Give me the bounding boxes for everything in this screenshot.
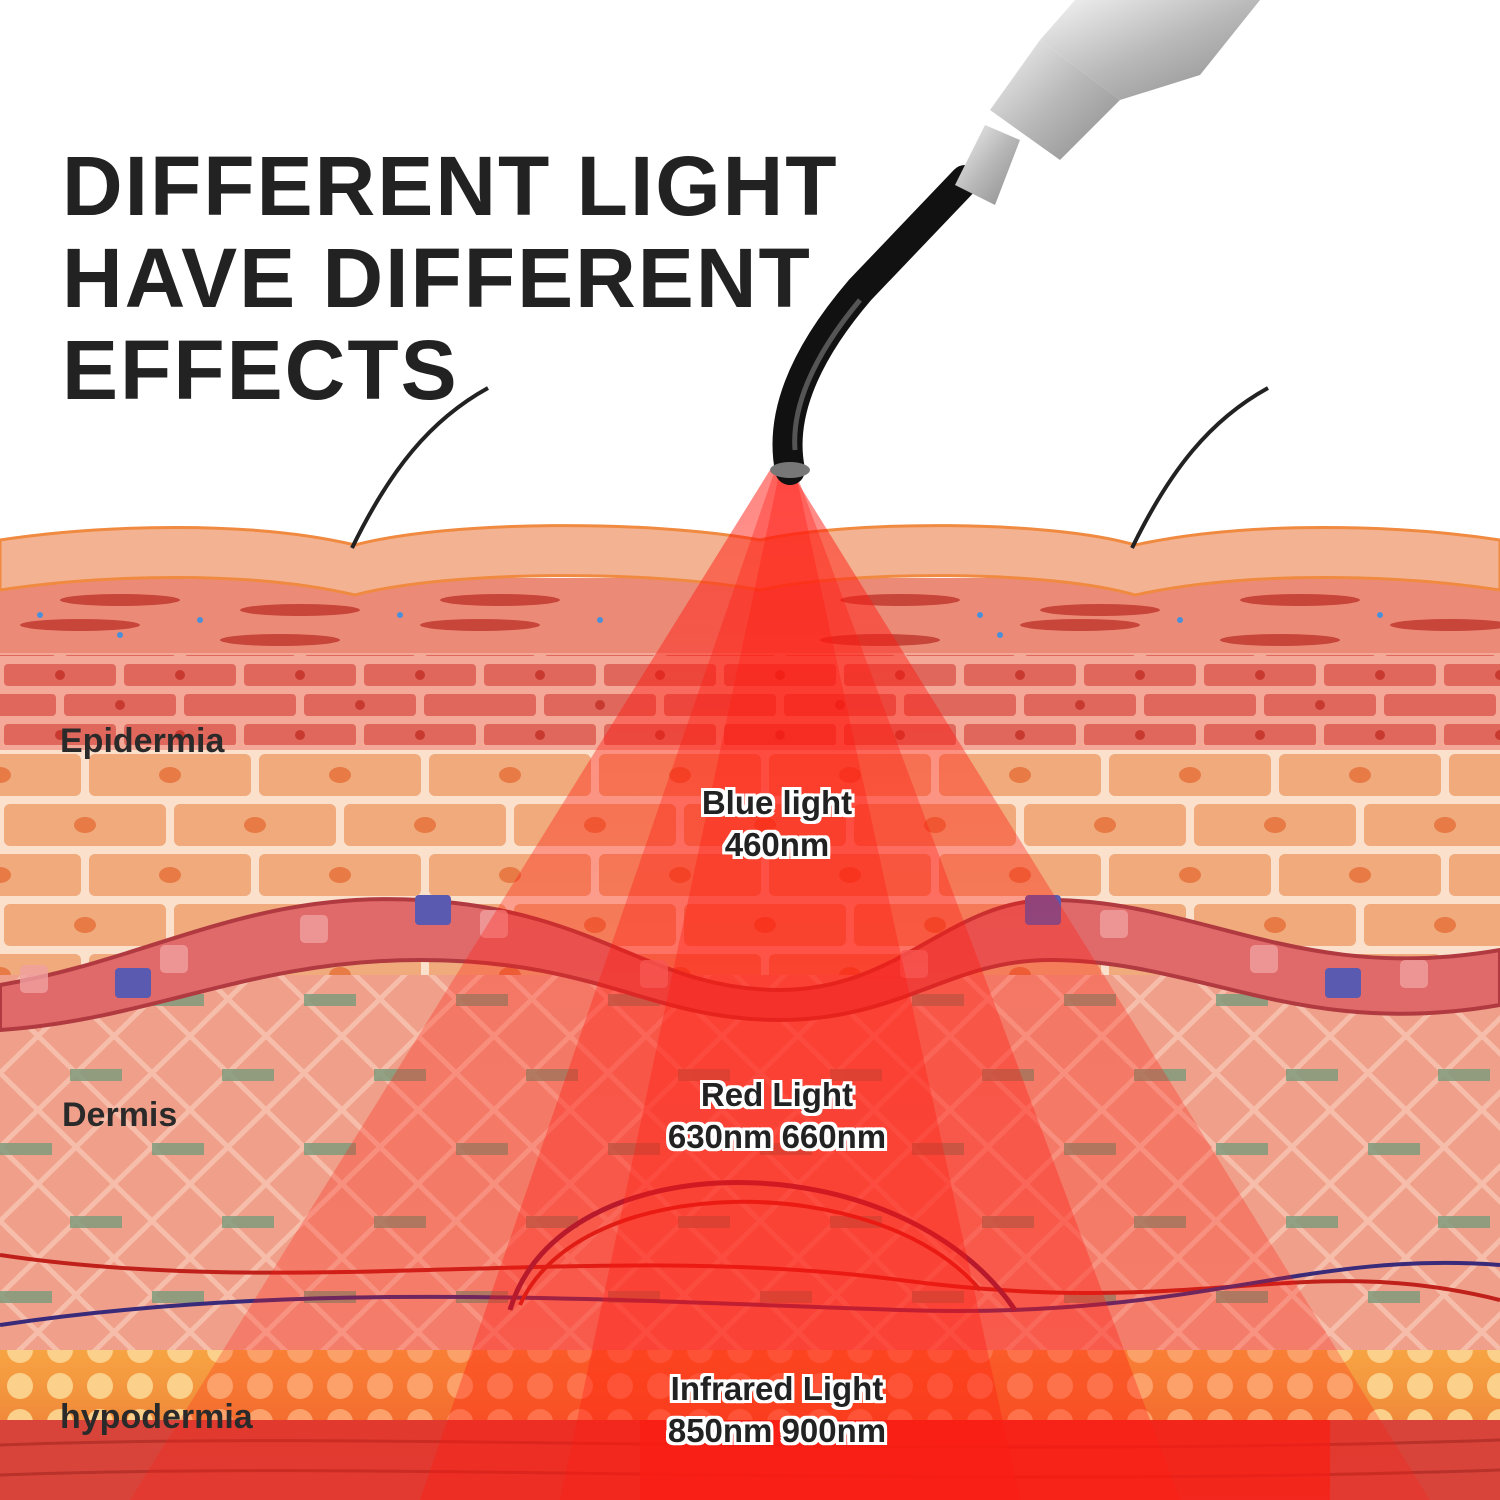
- light-beam: [130, 470, 1430, 1500]
- blue-light-wavelength: 460nm: [724, 826, 830, 863]
- headline: DIFFERENT LIGHT HAVE DIFFERENT EFFECTS: [62, 140, 839, 416]
- infrared-light-name: Infrared Light: [670, 1370, 884, 1407]
- infrared-light-label: Infrared Light 850nm 900nm: [577, 1368, 977, 1452]
- hair: [1130, 386, 1269, 549]
- headline-line-2: HAVE DIFFERENT: [62, 231, 812, 325]
- red-light-label: Red Light 630nm 660nm: [577, 1074, 977, 1158]
- dermis-label: Dermis: [62, 1096, 178, 1134]
- blue-light-name: Blue light: [701, 784, 853, 821]
- blue-light-label: Blue light 460nm: [577, 782, 977, 866]
- hair: [350, 386, 489, 549]
- red-light-wavelength: 630nm 660nm: [667, 1118, 887, 1155]
- headline-line-3: EFFECTS: [62, 323, 459, 417]
- headline-line-1: DIFFERENT LIGHT: [62, 139, 839, 233]
- hypodermis-label: hypodermia: [60, 1398, 253, 1436]
- red-light-name: Red Light: [700, 1076, 854, 1113]
- epidermis-label: Epidermia: [60, 722, 225, 760]
- light-device: [770, 0, 1260, 485]
- infrared-light-wavelength: 850nm 900nm: [667, 1412, 887, 1449]
